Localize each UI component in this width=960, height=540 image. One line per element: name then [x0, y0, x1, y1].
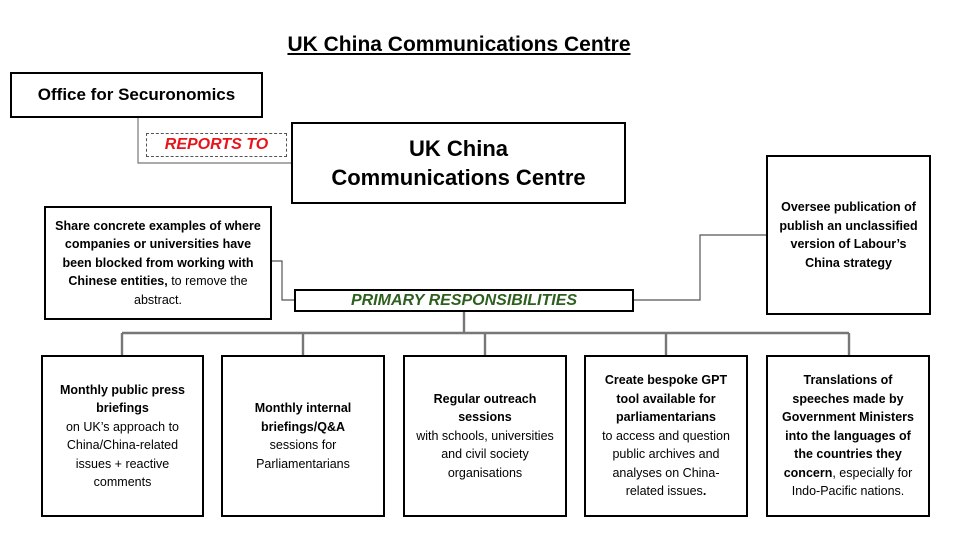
responsibility-4-tail: .	[702, 484, 707, 499]
responsibility-3-text: with schools, universities and civil soc…	[416, 428, 554, 480]
centre-line-1: UK China	[409, 136, 508, 161]
reports-to-label: REPORTS TO	[146, 133, 287, 157]
oversee-connector	[634, 234, 766, 301]
responsibility-5-text: , especially for Indo-Pacific nations.	[791, 465, 913, 499]
responsibility-1-title: Monthly public press briefings	[59, 382, 185, 416]
page-title: UK China Communications Centre	[287, 33, 631, 56]
share-connector	[272, 260, 294, 301]
share-note-text: to remove the abstract.	[134, 274, 248, 307]
responsibility-2-text: sessions for Parliamentarians	[256, 438, 350, 471]
responsibility-box-5: Translations of speeches made by Governm…	[766, 355, 930, 517]
primary-responsibilities-label: PRIMARY RESPONSIBILITIES	[294, 289, 634, 312]
centre-line-2: Communications Centre	[331, 165, 586, 190]
responsibility-box-2: Monthly internal briefings/Q&A sessions …	[221, 355, 385, 517]
responsibility-4-title: Create bespoke GPT tool available for pa…	[604, 373, 728, 425]
responsibility-5-title: Translations of speeches made by Governm…	[782, 373, 914, 480]
responsibility-2-title: Monthly internal briefings/Q&A	[254, 401, 352, 434]
share-note-bold: Share concrete examples of where compani…	[55, 218, 261, 289]
responsibility-4-body: to access and question public archives a…	[602, 428, 730, 499]
responsibility-box-1: Monthly public press briefings on UK’s a…	[41, 355, 204, 517]
responsibility-box-3: Regular outreach sessions with schools, …	[403, 355, 567, 517]
responsibility-box-4: Create bespoke GPT tool available for pa…	[584, 355, 748, 517]
oversee-publication-note: Oversee publication of publish an unclas…	[766, 155, 931, 315]
responsibility-1-text: on UK’s approach to China/China-related …	[65, 419, 180, 490]
share-examples-note: Share concrete examples of where compani…	[44, 206, 272, 320]
office-box: Office for Securonomics	[10, 72, 263, 118]
responsibility-3-title: Regular outreach sessions	[433, 391, 537, 425]
responsibility-4-text: to access and question public archives a…	[594, 427, 738, 501]
centre-box: UK China Communications Centre	[291, 122, 626, 204]
office-connector	[137, 118, 291, 164]
oversee-note-bold: Oversee publication of publish an unclas…	[779, 200, 918, 270]
